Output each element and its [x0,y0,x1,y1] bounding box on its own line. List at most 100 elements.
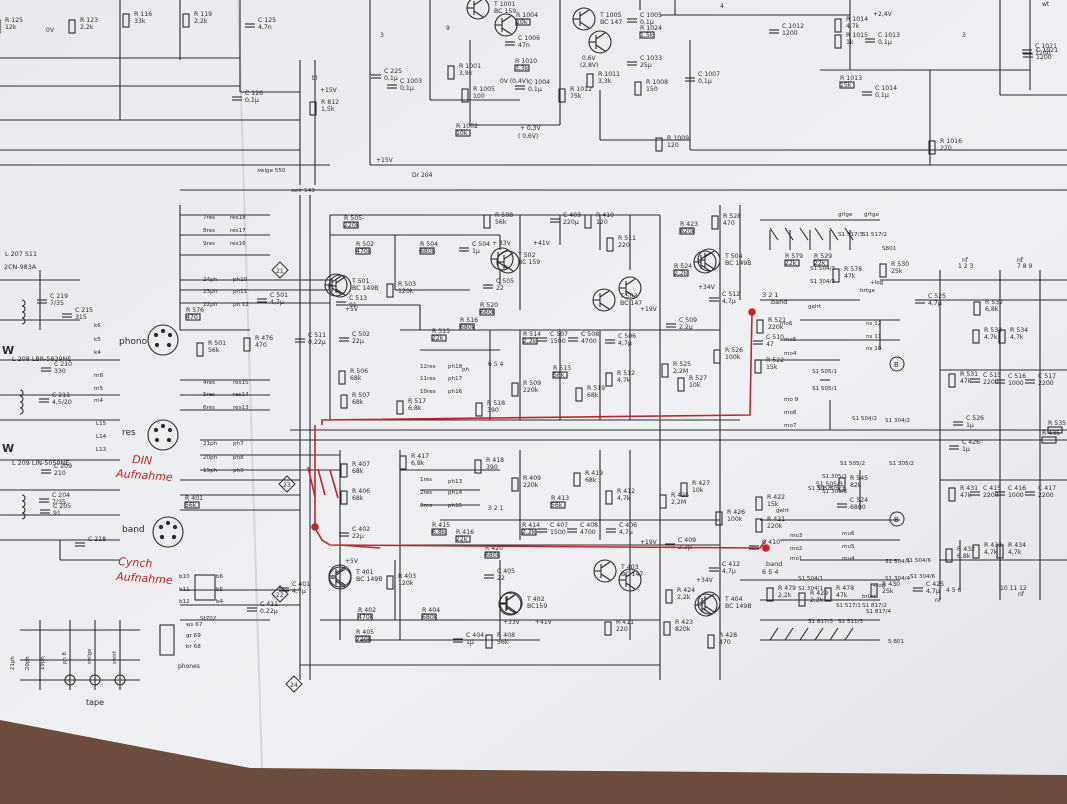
switch-label: m4 [94,398,103,404]
component-ref: R 1014 [846,16,868,23]
component-ref: C 408 [580,522,598,529]
switch-label: mo4 [784,351,797,357]
component-ref: T 501 [351,278,370,285]
component-ref: C 502 [352,331,370,338]
svg-text:21: 21 [276,268,284,275]
switch-label: S1 304/1 [798,586,823,592]
resistor-symbol [479,308,495,316]
component-ref: R 417 [411,453,429,460]
component-ref: R 411 [616,619,634,626]
resistor-symbol [514,64,530,72]
component-value: 0,1µ [875,92,889,99]
resistor-symbol [511,382,519,397]
component-ref: C 1013 [878,32,900,39]
marker-21: 21 [271,261,289,279]
switch-blade [799,227,809,241]
component-value: 680k [460,324,476,331]
switch-label: 22ph [203,302,218,308]
component-value: 1200 [782,30,798,37]
resistor-symbol [665,589,673,604]
component-ref: R 404 [422,607,440,614]
component-ref: C 406 [619,522,637,529]
component-value: 68k [352,495,364,502]
transistor-symbol [704,250,715,258]
component-value: 2,2M [673,368,688,375]
label-res: res [122,428,136,438]
component-ref: C 1021 [1036,47,1058,54]
component-value: 220k [356,636,372,643]
component-ref: C 1007 [698,71,720,78]
component-value: 10k [689,382,701,389]
pin-label: 6 5 4 [488,361,503,368]
resistor-symbol [707,634,715,649]
transistor-symbol [335,276,346,284]
component-ref: R 1005 [473,86,495,93]
marker-b-upper: B [889,356,905,372]
switch-label: m5 [94,386,103,392]
component-value: BC 149B [725,260,751,267]
switch-label: ph16 [448,389,463,395]
component-value: 120k [398,288,414,295]
component-ref: C 411 [260,601,278,608]
pin-label: 10 11 12 [1000,585,1027,592]
din-pin [154,437,160,443]
component-value: 0,1µ [528,86,542,93]
component-ref: R 1016 [940,138,962,145]
phones-jack [159,624,175,656]
component-value: 6,8k [408,405,422,412]
component-value: 4,7k [1008,549,1022,556]
switch-label: swlge 550 [257,168,286,174]
switch-label: k4 [94,350,101,356]
component-value: 4,7k [1010,334,1024,341]
component-value: 15k [840,82,852,89]
resistor-symbol [343,221,359,229]
transistor-symbol [625,582,636,590]
voltage-0v: 0V [46,27,55,34]
switch-label: ph7 [233,441,244,447]
switch-label: S 801 [888,639,904,645]
component-ref: C 211 [52,392,70,399]
component-value: 47k [844,273,856,280]
component-ref: C 415 [983,485,1001,492]
component-ref: R 414 [522,522,540,529]
component-value: 56k [497,639,509,646]
component-value: 1µ [466,639,474,646]
component-value: 0,22µ [308,339,326,346]
resistor-symbol [972,544,980,559]
component-value: 4,7µ [722,568,736,575]
switch-label: L15 [96,421,107,427]
component-ref: C 404 [466,632,484,639]
marker-b-lower: B [889,511,905,527]
component-ref: R 435 [1042,430,1060,437]
switch-label: k5 [94,337,101,343]
component-ref: T 504 [724,253,743,260]
resistor-symbol [605,490,613,505]
component-ref: R 410 [596,212,614,219]
component-ref: R 412 [617,488,635,495]
resistor-symbol [655,137,663,152]
resistor-symbol [338,370,346,385]
component-ref: R 423 [675,619,693,626]
component-ref: R 401 [185,495,203,502]
switch-label: S1 305/1 [822,474,847,480]
resistor-symbol [421,613,437,621]
component-ref: R 125 [5,17,23,24]
coil-turn [19,407,24,415]
resistor-symbol [584,214,592,229]
red-marker-lines [307,308,770,552]
component-ref: R 533 [984,327,1002,334]
component-ref: C 515 [983,372,1001,379]
component-ref: R 413 [551,495,569,502]
component-ref: R 119 [194,11,212,18]
component-ref: C 525 [928,293,946,300]
component-value: 56k [495,219,507,226]
label-band-top: band [771,298,787,306]
component-value: 22 [496,285,504,292]
component-value: 91 [349,302,357,309]
switch-label: ph10 [233,277,248,283]
component-value: 390 [487,407,499,414]
switch-label: S1 504/4 [885,559,910,565]
component-ref: R 534 [1010,327,1028,334]
